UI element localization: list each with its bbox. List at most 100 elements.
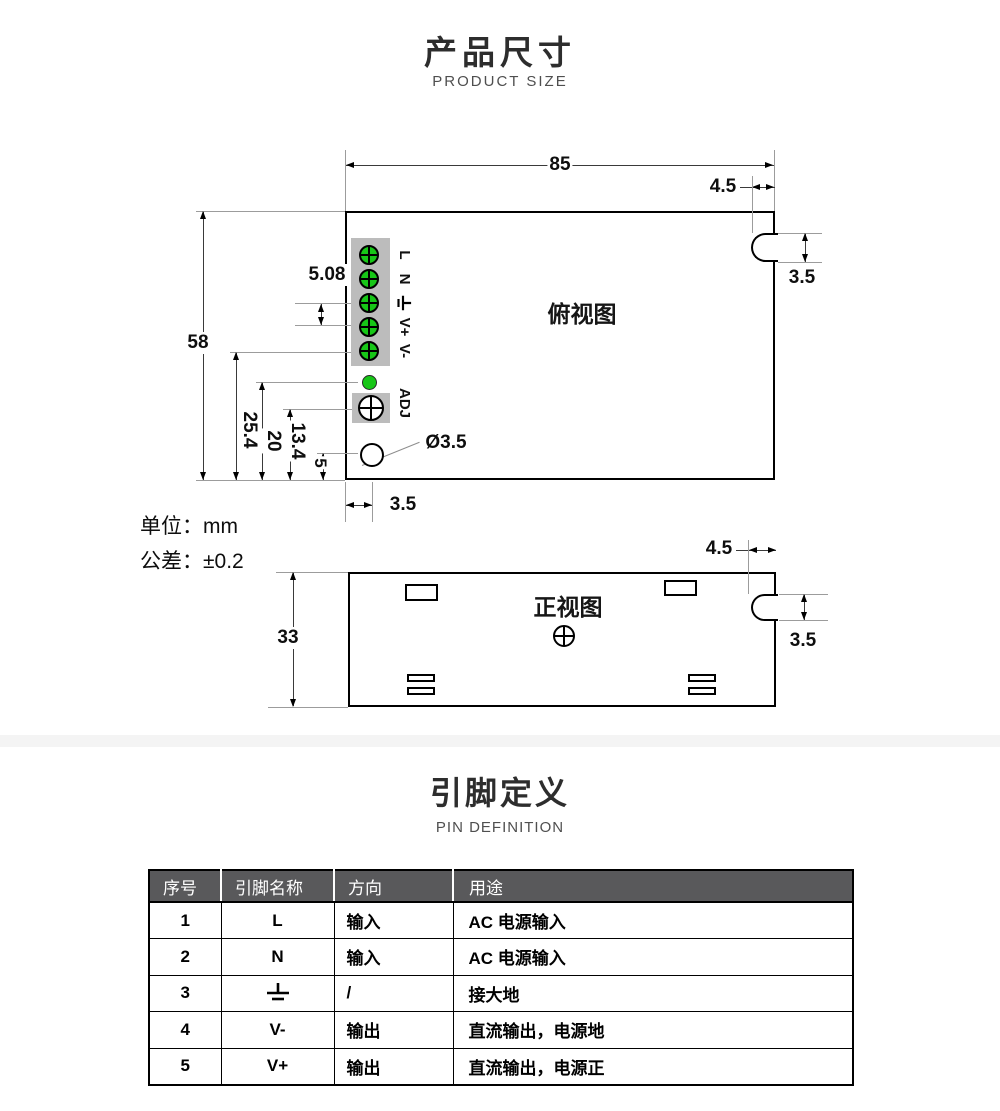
table-row: 2 N 输入 AC 电源输入 — [148, 938, 854, 976]
pin-index: 2 — [148, 938, 222, 976]
extension-line — [752, 176, 753, 233]
earth-ground-icon — [266, 983, 289, 1001]
pin-usage: AC 电源输入 — [452, 938, 854, 976]
pin-direction: / — [333, 974, 454, 1012]
extension-line — [317, 453, 358, 454]
pin-name-ground — [220, 974, 335, 1012]
pin-name: V- — [220, 1011, 335, 1049]
dimension-line — [236, 353, 237, 480]
pin-usage: AC 电源输入 — [452, 901, 854, 939]
arrow-icon — [346, 502, 354, 508]
arrow-icon — [802, 254, 808, 262]
dim-v1: 25.4 — [238, 409, 260, 451]
terminal-screw-N — [359, 269, 379, 289]
mounting-hole — [360, 443, 384, 467]
extension-line — [748, 540, 749, 594]
dim-v3: 13.4 — [286, 420, 308, 462]
dim-notch-height: 3.5 — [786, 267, 818, 289]
extension-line — [779, 620, 828, 621]
extension-line — [276, 572, 348, 573]
dim-overall-height: 58 — [185, 332, 211, 354]
adjust-screw-icon — [553, 625, 575, 647]
vent-slot — [407, 674, 435, 682]
arrow-icon — [259, 472, 265, 480]
dim-front-notch-height: 3.5 — [787, 630, 819, 652]
terminal-label-ground — [396, 288, 412, 318]
arrow-icon — [200, 472, 206, 480]
pin-usage: 接大地 — [452, 974, 854, 1012]
table-row: 4 V- 输出 直流输出，电源地 — [148, 1011, 854, 1049]
tolerance-note: 公差：±0.2 — [140, 550, 244, 573]
extension-line — [295, 303, 351, 304]
unit-note: 单位：mm — [140, 515, 238, 538]
dimension-line — [805, 234, 806, 262]
arrow-icon — [290, 699, 296, 707]
arrow-icon — [287, 472, 293, 480]
dimension-line — [346, 505, 372, 506]
terminal-screw-Vplus — [359, 317, 379, 337]
arrow-icon — [200, 211, 206, 219]
mounting-notch — [751, 233, 778, 262]
vent-slot — [664, 580, 697, 596]
dim-front-height: 33 — [275, 627, 301, 649]
dim-v2: 20 — [262, 428, 284, 454]
section-divider — [0, 735, 1000, 747]
earth-ground-icon — [397, 295, 412, 311]
pin-direction: 输入 — [333, 938, 454, 976]
pin-index: 4 — [148, 1011, 222, 1049]
pin-name: V+ — [220, 1047, 335, 1085]
arrow-icon — [364, 502, 372, 508]
dim-pitch: 5.08 — [306, 264, 348, 286]
arrow-icon — [802, 233, 808, 241]
pin-section-subtitle: PIN DEFINITION — [435, 819, 565, 836]
extension-line — [196, 480, 345, 481]
dim-hole-diameter: Ø3.5 — [423, 432, 469, 454]
extension-line — [196, 211, 345, 212]
arrow-icon — [801, 612, 807, 620]
table-row: 3 / 接大地 — [148, 974, 854, 1012]
top-view-outline — [345, 211, 775, 480]
terminal-screw-Vminus — [359, 341, 379, 361]
vent-slot — [688, 687, 716, 695]
vent-slot — [405, 584, 438, 601]
pin-usage: 直流输出，电源地 — [452, 1011, 854, 1049]
dim-overall-width: 85 — [547, 154, 573, 176]
arrow-icon — [290, 572, 296, 580]
arrow-icon — [346, 162, 354, 168]
col-header-direction: 方向 — [334, 870, 454, 903]
adj-potentiometer — [358, 395, 384, 421]
pin-definition-table: 序号 引脚名称 方向 用途 1 L 输入 AC 电源输入 2 N 输入 AC 电… — [148, 869, 854, 1086]
arrow-icon — [768, 547, 776, 553]
page-title: 产品尺寸 — [424, 34, 576, 71]
arrow-icon — [318, 304, 324, 312]
dim-right-inset: 4.5 — [707, 176, 739, 198]
arrow-icon — [752, 184, 760, 190]
vent-slot — [688, 674, 716, 682]
pin-section-title: 引脚定义 — [429, 775, 570, 811]
pin-name: L — [220, 901, 335, 939]
col-header-usage: 用途 — [453, 870, 853, 903]
dim-v4: 5 — [310, 456, 330, 470]
extension-line — [372, 482, 373, 522]
pin-direction: 输入 — [333, 901, 454, 939]
extension-line — [778, 262, 822, 263]
pin-name: N — [220, 938, 335, 976]
mounting-notch — [751, 594, 778, 621]
dim-hole-offset: 3.5 — [387, 494, 419, 516]
extension-line — [230, 352, 352, 353]
extension-line — [345, 150, 346, 211]
extension-line — [256, 382, 358, 383]
arrow-icon — [233, 472, 239, 480]
arrow-icon — [801, 594, 807, 602]
arrow-icon — [320, 472, 326, 480]
extension-line — [345, 482, 346, 522]
dimension-line — [804, 595, 805, 620]
terminal-screw-ground — [359, 293, 379, 313]
page-subtitle: PRODUCT SIZE — [432, 73, 568, 90]
led-indicator — [362, 375, 377, 390]
dimension-line — [321, 304, 322, 325]
pin-index: 5 — [148, 1047, 222, 1085]
extension-line — [778, 233, 822, 234]
dim-front-right-inset: 4.5 — [703, 538, 735, 560]
